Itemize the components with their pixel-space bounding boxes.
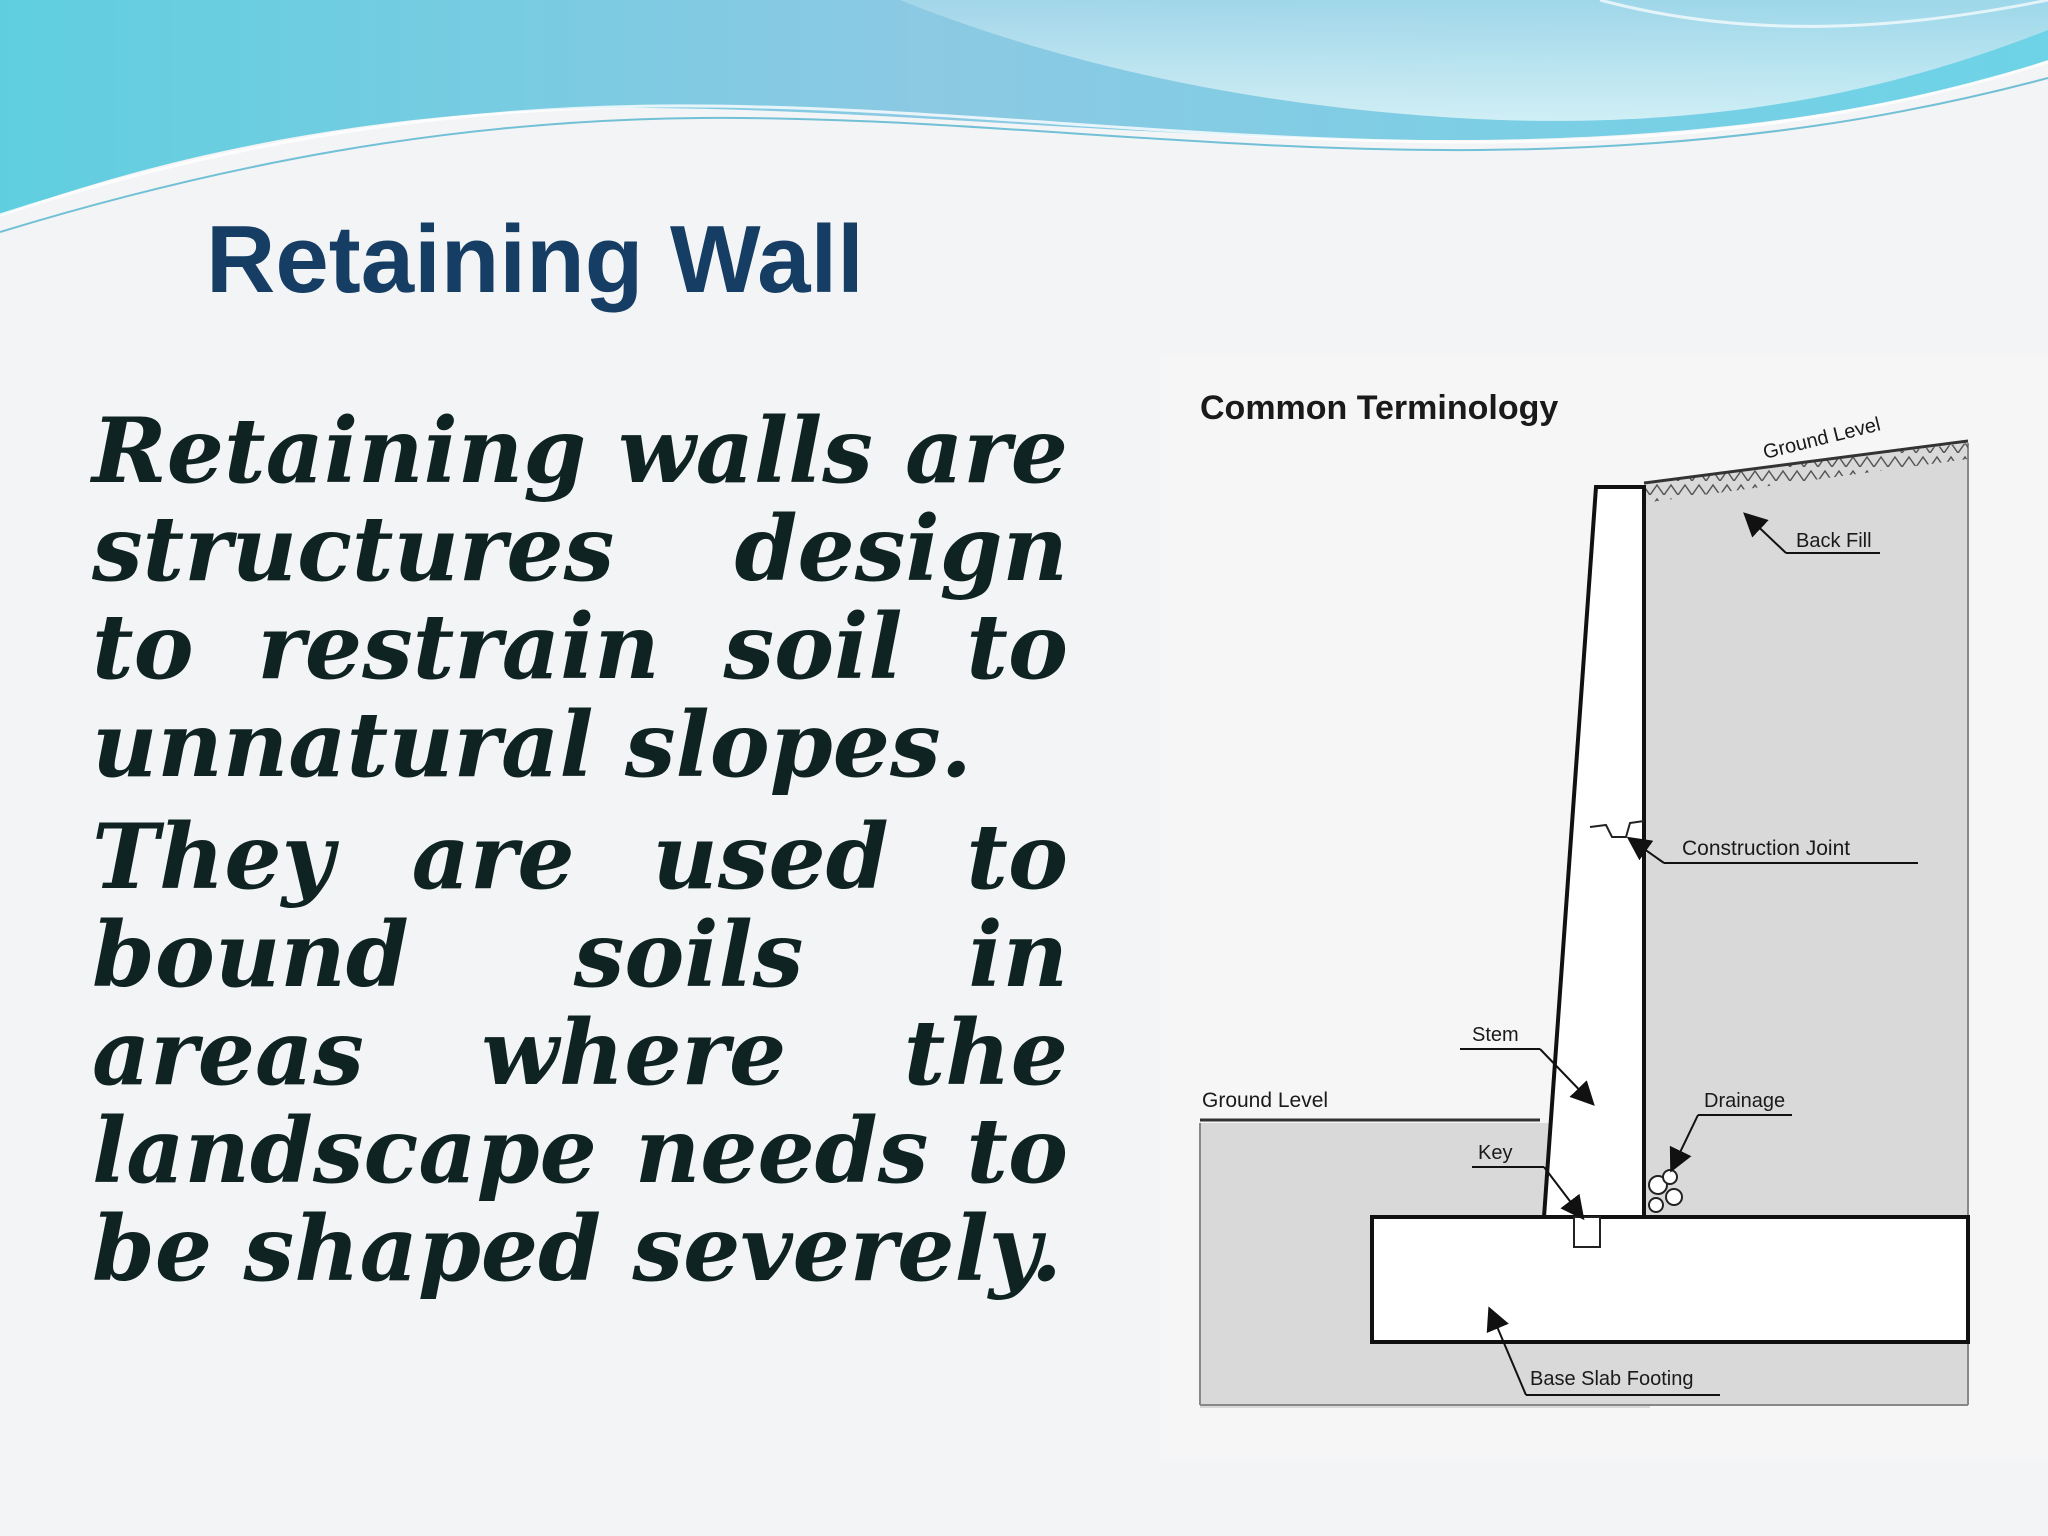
slide-body: Retaining walls are structures design to…	[92, 402, 1068, 1312]
shear-key	[1573, 1216, 1601, 1248]
label-stem: Stem	[1472, 1024, 1519, 1046]
ground-surface-hatch	[1644, 443, 1968, 503]
wall-stem	[1541, 485, 1646, 1219]
label-base-slab-footing: Base Slab Footing	[1530, 1368, 1693, 1390]
label-ground-level-bottom: Ground Level	[1202, 1089, 1328, 1112]
body-paragraph-definition: Retaining walls are structures design to…	[92, 398, 1068, 798]
label-construction-joint: Construction Joint	[1682, 837, 1850, 860]
body-paragraph-usage: They are used to bound soils in areas wh…	[92, 804, 1068, 1302]
header-wave-decoration	[0, 0, 2048, 233]
label-key: Key	[1478, 1142, 1512, 1164]
diagram-heading: Common Terminology	[1200, 389, 1558, 427]
label-drainage: Drainage	[1704, 1090, 1785, 1112]
construction-joint-mark	[1589, 820, 1645, 838]
base-slab-footing	[1370, 1215, 1970, 1344]
slide-title: Retaining Wall	[206, 206, 864, 313]
backfill-soil	[1644, 443, 1968, 1405]
label-back-fill: Back Fill	[1796, 530, 1872, 552]
retaining-wall-diagram: Common Terminology Ground Level Back Fil…	[1199, 389, 1970, 1408]
